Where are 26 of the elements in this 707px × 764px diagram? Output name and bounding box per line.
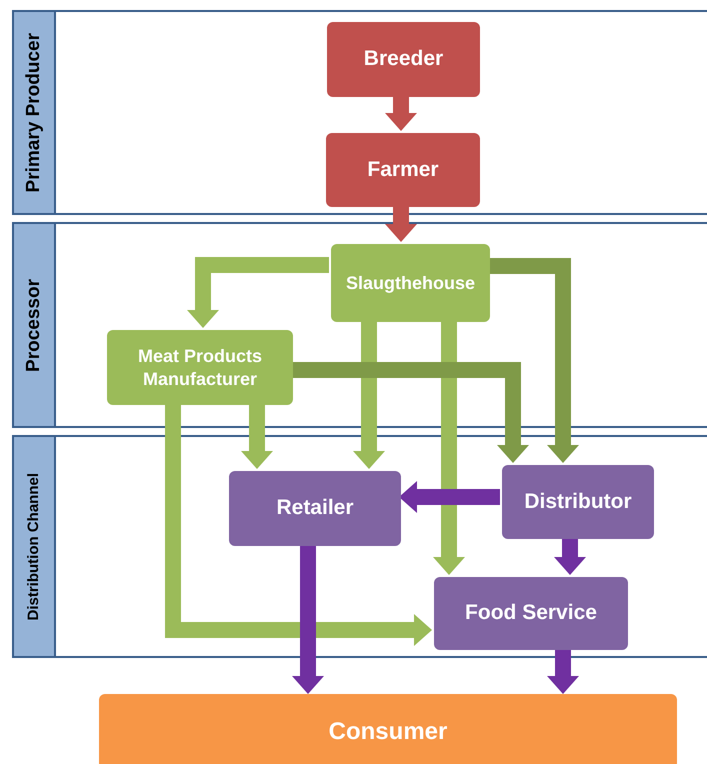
process-box: Meat Products Manufacturer [107,330,293,405]
swimlane [12,435,707,658]
arrow [385,205,417,242]
process-box: Breeder [327,22,480,97]
process-box: Distributor [502,465,654,539]
process-box: Consumer [99,694,677,764]
arrow [241,403,273,469]
arrow [292,544,324,694]
lane-title: Primary Producer [22,32,45,192]
arrow [488,258,579,463]
lane-title: Processor [22,278,45,372]
arrow [547,648,579,694]
arrow [399,481,500,513]
process-box: Slaugthehouse [331,244,490,322]
lane-title: Distribution Channel [24,472,43,620]
process-box: Farmer [326,133,480,207]
arrow [187,257,329,328]
arrow [291,362,529,463]
arrow [433,320,465,575]
process-box: Food Service [434,577,628,650]
arrow [165,403,432,646]
process-box: Retailer [229,471,401,546]
arrow [353,320,385,469]
swimlane [12,10,707,215]
arrow [385,95,417,131]
arrow [554,537,586,575]
